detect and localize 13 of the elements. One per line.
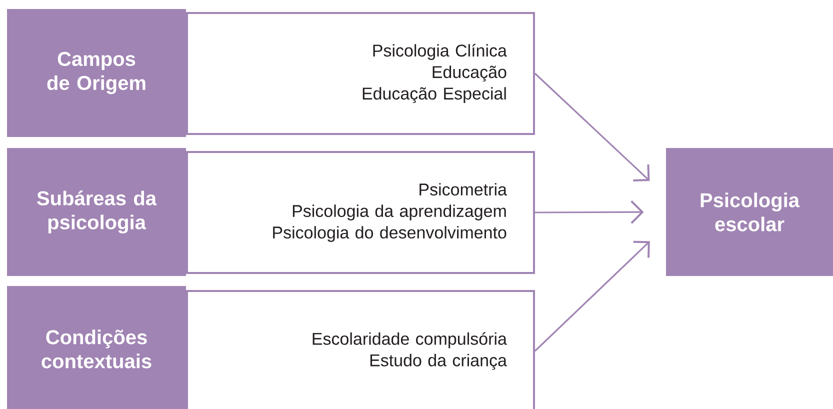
arrow	[534, 240, 650, 352]
category-box: Campos de Origem	[7, 9, 186, 137]
category-box: Psicologia escolar	[666, 148, 833, 276]
list-box: Psicometria Psicologia da aprendizagem Psicologia do desenvolvimento	[186, 151, 535, 274]
arrow	[535, 200, 644, 224]
node-label: Subáreas da psicologia	[37, 190, 157, 234]
category-box: Condições contextuais	[7, 286, 186, 409]
node-label: Campos de Origem	[47, 52, 146, 94]
arrow	[534, 72, 650, 182]
node-label: Condições contextuais	[42, 330, 152, 368]
list-box: Escolaridade compulsória Estudo da criança	[186, 290, 535, 409]
category-box: Subáreas da psicologia	[7, 148, 186, 276]
list-box: Psicologia Clínica Educação Educação Especial	[186, 12, 535, 135]
